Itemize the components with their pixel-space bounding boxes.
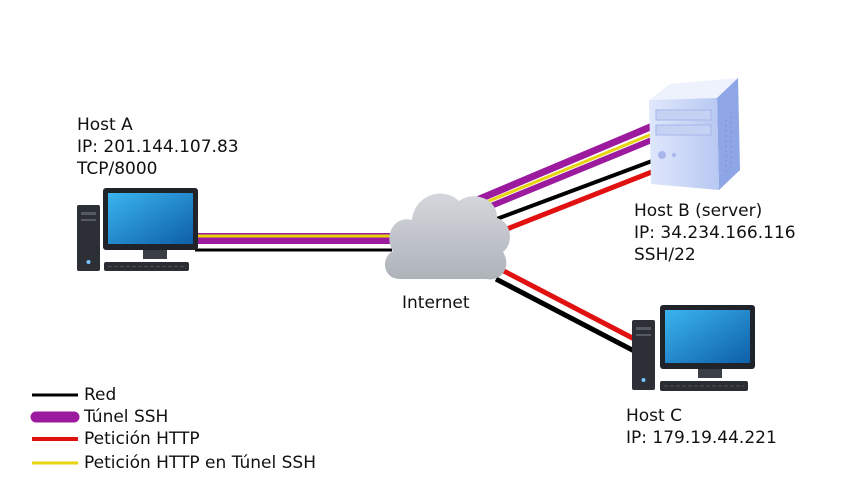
legend-swatch-http <box>32 437 78 441</box>
host-b-name: Host B (server) <box>634 201 763 221</box>
ssh-tunnel-line <box>468 121 657 207</box>
link-host-a-internet <box>195 233 392 252</box>
link-internet-host-c <box>494 266 644 356</box>
host-c-ip: IP: 179.19.44.221 <box>626 428 777 448</box>
http-line <box>483 165 663 241</box>
host-a-label: Host A IP: 201.144.107.83 TCP/8000 <box>77 114 239 180</box>
legend-swatch-network <box>32 393 78 397</box>
ssh-tunnel-line <box>472 134 661 216</box>
desktop-computer-icon <box>632 305 755 391</box>
host-a-name: Host A <box>77 115 133 135</box>
legend-label: Petición HTTP en Túnel SSH <box>84 453 316 473</box>
cloud-icon <box>384 193 510 280</box>
legend-swatch-ssh-tunnel <box>30 411 80 423</box>
server-tower-icon <box>649 78 740 190</box>
host-a-ip: IP: 201.144.107.83 <box>77 137 239 157</box>
desktop-computer-icon <box>77 188 198 271</box>
http-in-tunnel-line <box>471 130 658 210</box>
link-internet-host-b <box>468 121 663 241</box>
legend-label: Petición HTTP <box>84 429 200 449</box>
host-a-port: TCP/8000 <box>77 159 158 179</box>
legend-swatch-http-in-tunnel <box>32 461 78 465</box>
legend-label: Red <box>84 385 117 405</box>
host-c-label: Host C IP: 179.19.44.221 <box>626 405 777 449</box>
host-b-port: SSH/22 <box>634 245 696 265</box>
http-line <box>498 266 644 346</box>
host-c-name: Host C <box>626 406 682 426</box>
internet-label: Internet <box>402 293 470 313</box>
network-line <box>494 276 640 356</box>
host-b-ip: IP: 34.234.166.116 <box>634 223 796 243</box>
host-b-label: Host B (server) IP: 34.234.166.116 SSH/2… <box>634 200 796 266</box>
network-line <box>477 156 661 228</box>
legend-label: Túnel SSH <box>84 407 169 427</box>
